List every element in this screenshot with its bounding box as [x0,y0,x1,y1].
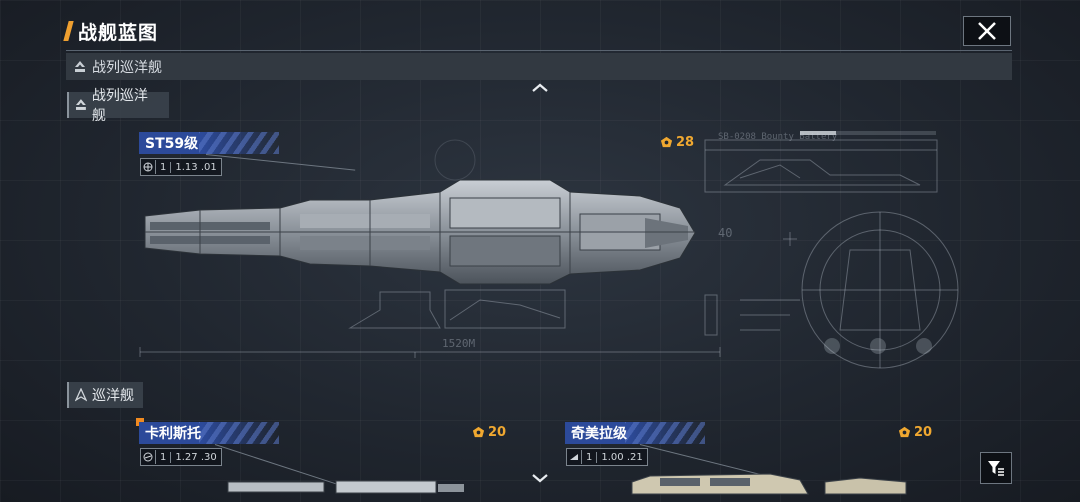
ship-stat-chimera: 1 1.00 .21 [566,448,648,466]
rank-chevron-icon [75,388,87,402]
cost-value: 20 [488,425,507,440]
ship-name: 奇美拉级 [571,426,627,442]
ship-card-callisto[interactable]: 卡利斯托 [139,422,279,444]
banner-stripes [625,422,705,444]
section-label: 战列巡洋舰 [91,88,148,124]
filter-icon [988,461,1004,476]
globe-icon [141,160,156,174]
ship-version: 1.13 .01 [175,161,217,173]
ship-cost-callisto: 20 [472,425,506,440]
ship-stat-callisto: 1 1.27 .30 [140,448,222,466]
banner-stripes [199,422,279,444]
ship-name: 卡利斯托 [145,426,201,442]
close-button[interactable] [963,16,1011,46]
banner-stripes [199,132,279,154]
filter-button[interactable] [980,452,1012,484]
ship-card-chimera[interactable]: 奇美拉级 [565,422,705,444]
ship-cost-chimera: 20 [898,425,932,440]
faction-icon [567,450,582,464]
ship-stat-st59: 1 1.13 .01 [140,158,222,176]
scroll-up-icon[interactable] [531,82,549,94]
cost-coin-icon [660,136,673,148]
section-header-cruiser: 巡洋舰 [67,382,143,408]
rank-chevron-icon [75,60,85,72]
ship-card-st59[interactable]: ST59级 [139,132,279,154]
length-label: 1520M [442,337,476,350]
ship-level: 1 [156,451,172,463]
ship-level: 1 [582,451,598,463]
scroll-down-icon[interactable] [531,472,549,484]
close-icon [978,22,996,40]
page-title: 战舰蓝图 [78,21,159,44]
rank-chevron-icon [75,99,86,110]
ship-image-chimera[interactable] [630,470,910,498]
cost-coin-icon [898,426,911,438]
ship-version: 1.00 .21 [601,451,643,463]
ship-level: 1 [156,161,172,173]
ship-image-callisto[interactable] [226,478,466,496]
category-label: 战列巡洋舰 [92,59,162,76]
cost-coin-icon [472,426,485,438]
ship-cost-st59: 28 [660,135,694,150]
title-bar: 战舰蓝图 [63,18,159,44]
cost-value: 20 [914,425,933,440]
spec-label: SB-0208 Bounty Battery [718,132,838,142]
title-divider [66,50,1012,51]
ship-version: 1.27 .30 [175,451,217,463]
category-dropdown[interactable]: 战列巡洋舰 [66,53,1012,80]
cost-value: 28 [676,135,695,150]
ship-name: ST59级 [145,136,199,152]
faction-icon [141,450,156,464]
section-header-battlecruiser: 战列巡洋舰 [67,88,169,124]
ship-image-st59[interactable] [140,178,700,288]
section-label: 巡洋舰 [92,388,134,404]
scale-label: 40 [718,226,733,240]
